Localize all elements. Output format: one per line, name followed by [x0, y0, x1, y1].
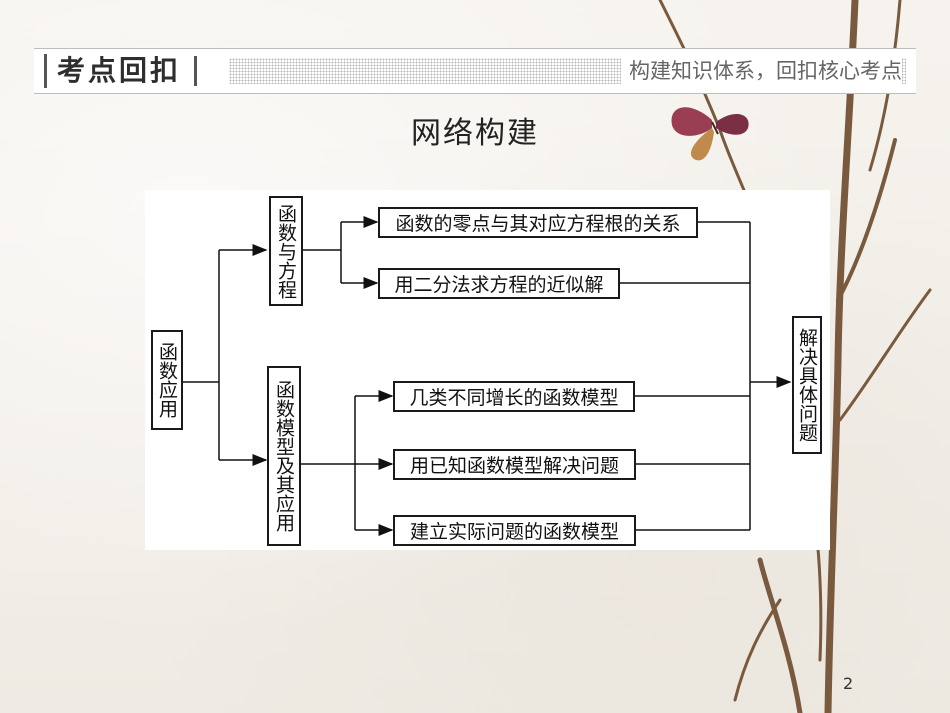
node-child-1-1: 函数的零点与其对应方程根的关系 [378, 207, 698, 238]
node-branch-1: 函数与方程 [269, 196, 303, 306]
section-title: 网络构建 [411, 116, 539, 151]
node-child-1-2: 用二分法求方程的近似解 [378, 268, 620, 299]
diagram-connectors [181, 216, 792, 536]
node-child-2-2: 用已知函数模型解决问题 [393, 449, 636, 480]
page-number: 2 [843, 674, 854, 693]
butterfly-icon [671, 107, 749, 161]
node-target: 解决具体问题 [792, 316, 822, 454]
diagram-panel: 函数应用 函数与方程 函数模型及其应用 函数的零点与其对应方程根的关系 用二分法… [145, 190, 830, 550]
node-child-2-1: 几类不同增长的函数模型 [393, 381, 635, 412]
node-branch-2: 函数模型及其应用 [267, 366, 301, 546]
node-child-2-3: 建立实际问题的函数模型 [393, 515, 636, 546]
header-bar: 考点回扣 构建知识体系，回扣核心考点 [34, 48, 916, 94]
header-title: 考点回扣 [44, 54, 198, 88]
header-subtitle: 构建知识体系，回扣核心考点 [621, 57, 902, 85]
node-root: 函数应用 [151, 330, 183, 430]
